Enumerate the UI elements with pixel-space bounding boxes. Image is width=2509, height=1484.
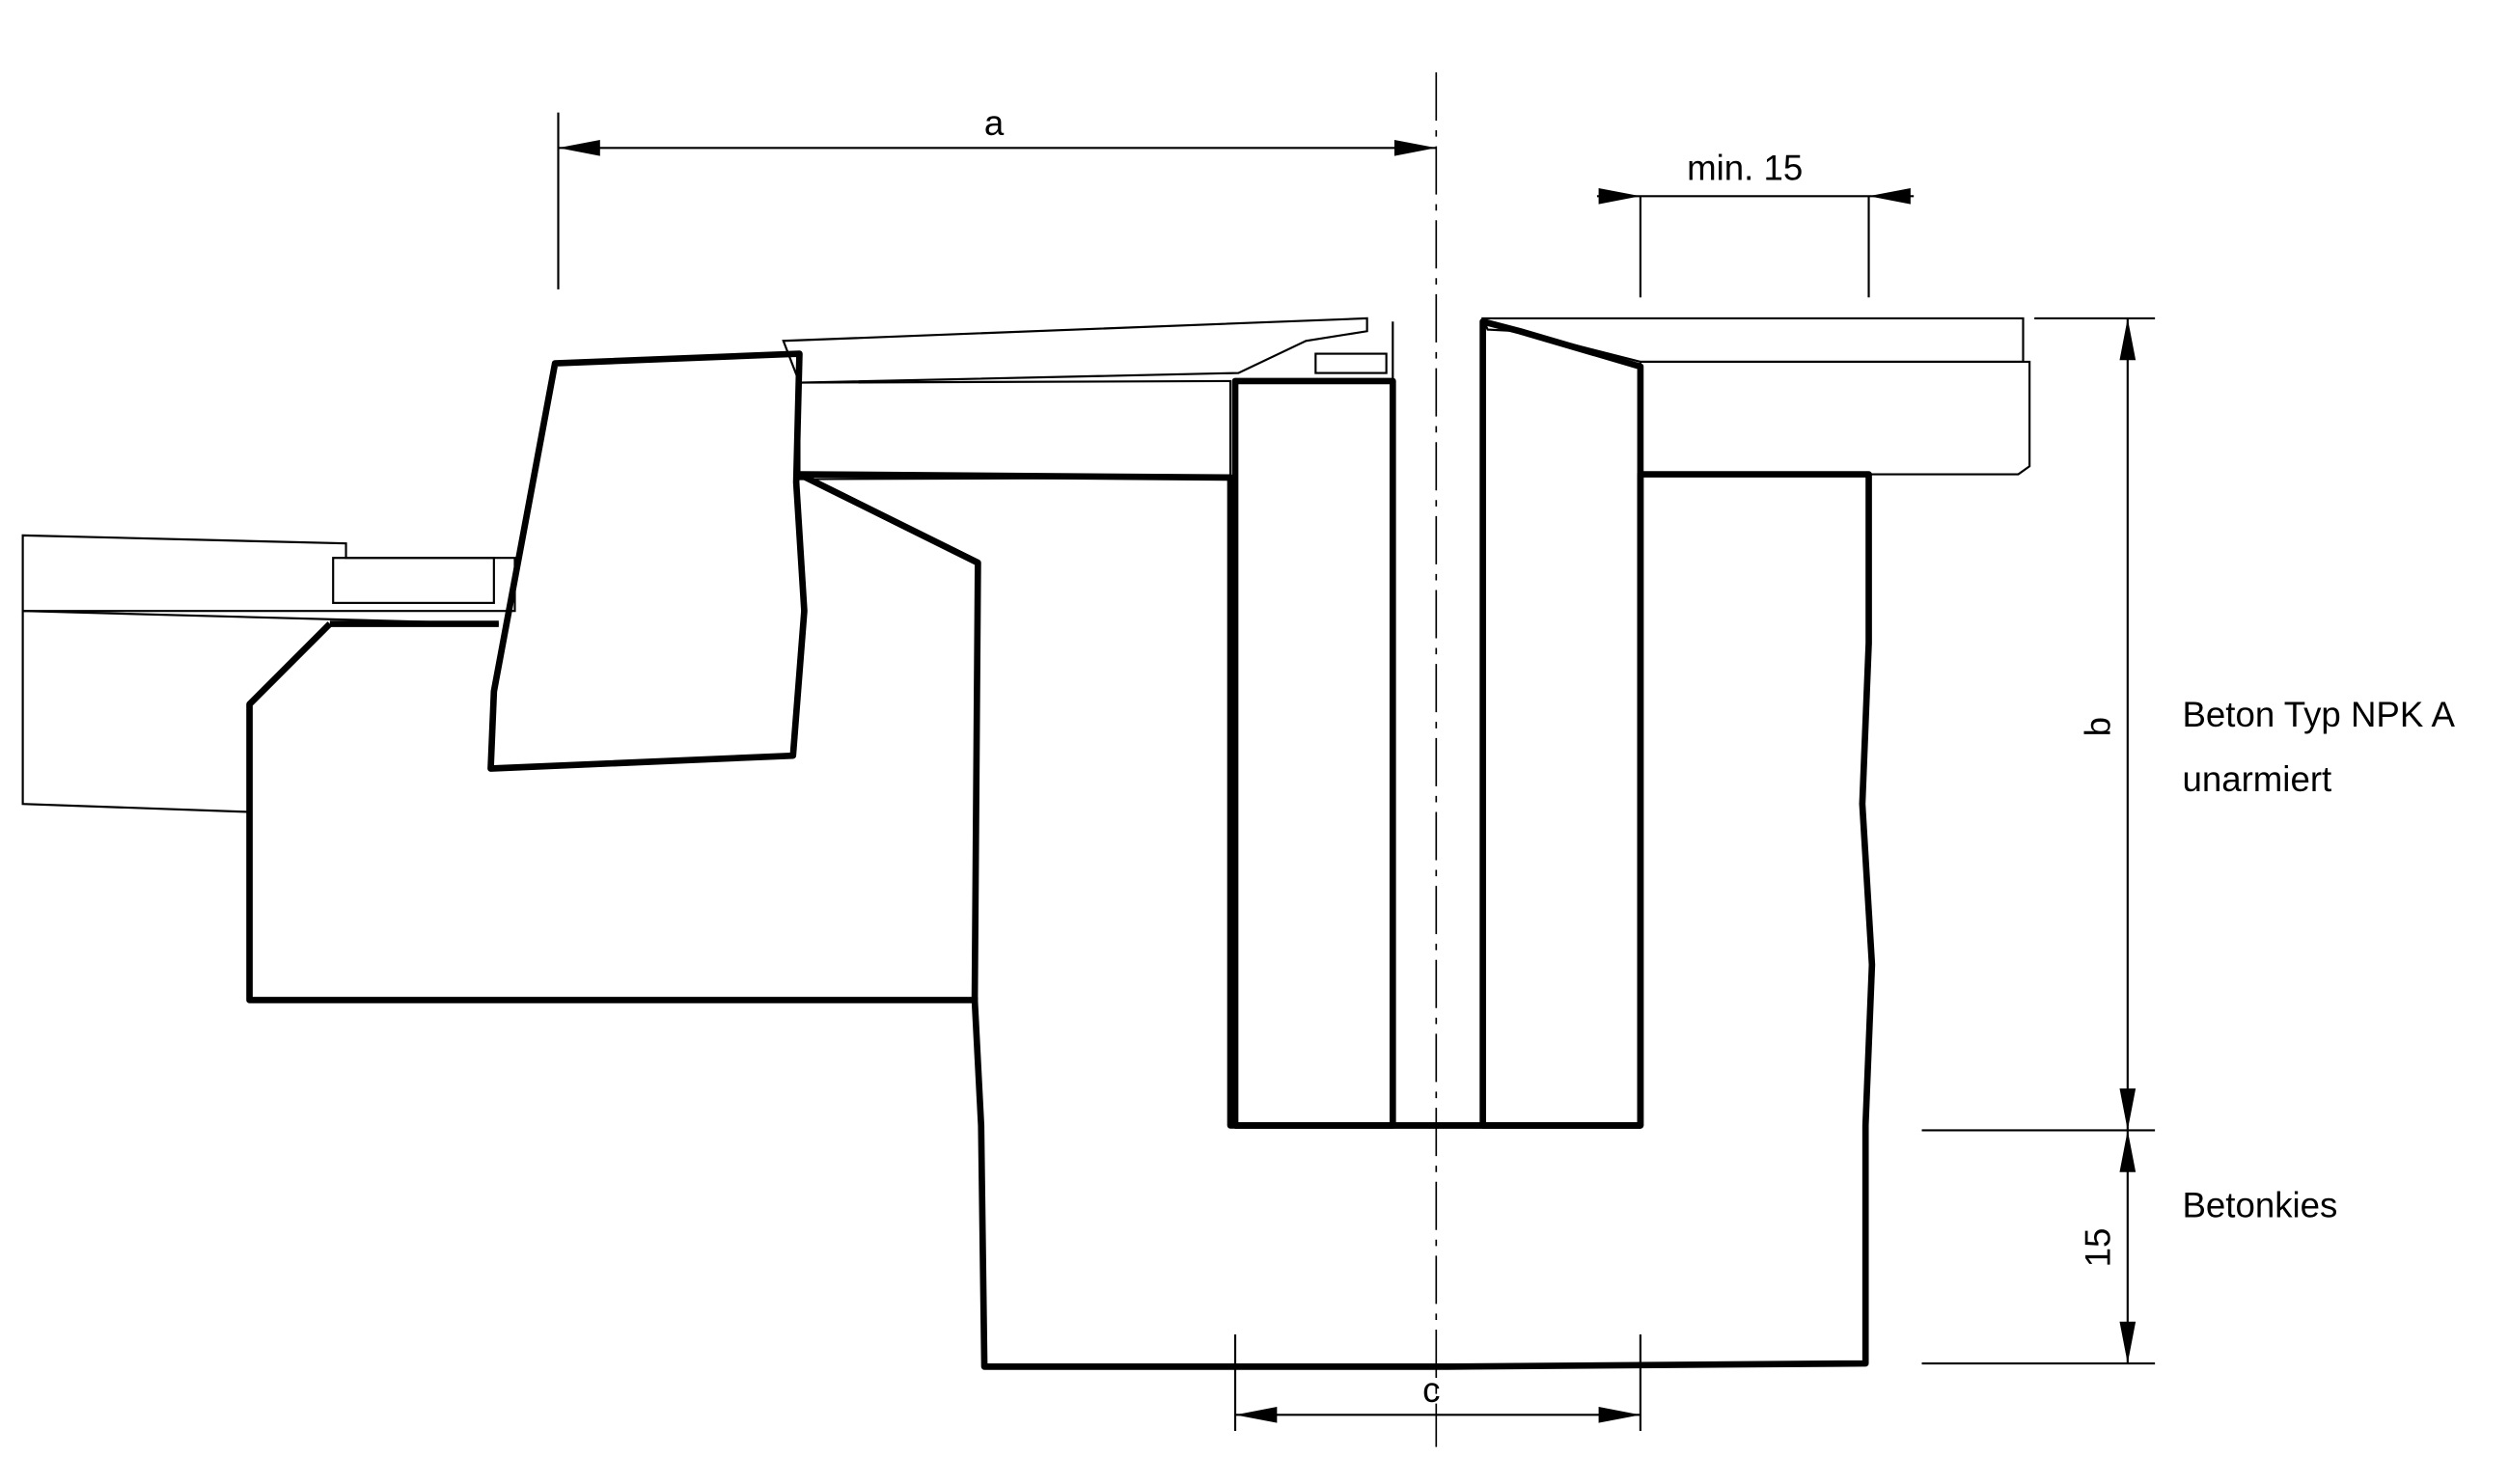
- road-surface: [21, 534, 979, 1003]
- sealing-strip: [1314, 352, 1388, 374]
- dimension-min15-label: min. 15: [1687, 149, 1803, 188]
- concrete-foundation: [796, 471, 1876, 1370]
- paving-left: [782, 316, 1368, 481]
- dimension-b: b 15: [1921, 316, 2156, 1365]
- gravel-label: Betonkies: [2182, 1185, 2337, 1224]
- dimension-15-label: 15: [2078, 1228, 2117, 1268]
- dimension-b-label: b: [2078, 717, 2117, 736]
- dimension-min15: min. 15: [1596, 149, 1915, 298]
- concrete-type-label: Beton Typ NPK A: [2182, 695, 2455, 734]
- dimension-a: a: [557, 103, 1437, 289]
- concrete-reinforcement-label: unarmiert: [2182, 759, 2331, 799]
- curb-stone: [487, 350, 808, 772]
- post-left: [1231, 377, 1396, 1129]
- dimension-c: c: [1233, 1334, 1641, 1432]
- dimension-a-label: a: [984, 103, 1005, 143]
- dimension-c-label: c: [1422, 1370, 1440, 1410]
- post-right: [1479, 317, 1644, 1129]
